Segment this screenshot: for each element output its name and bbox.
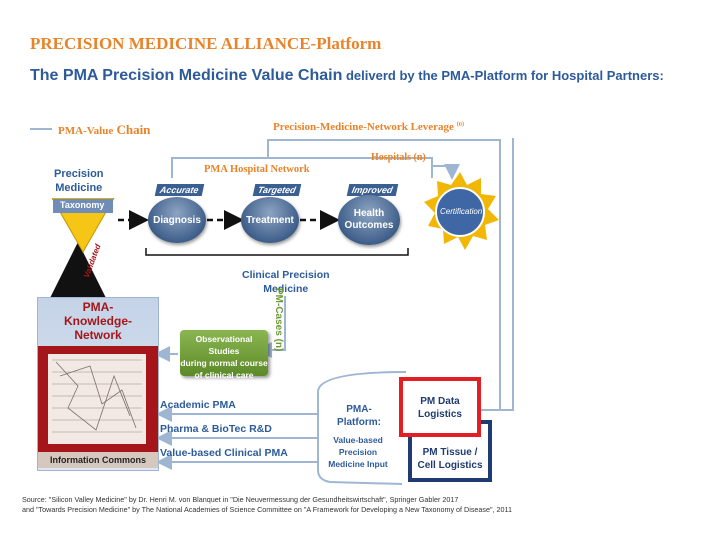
platform-label: PMA- Platform:: [337, 404, 381, 428]
pm-tissue-line1: PM Tissue /: [422, 447, 478, 458]
node-diagnosis: Diagnosis: [148, 197, 206, 243]
hospitals-label: Hospitals (n): [371, 152, 426, 163]
certification-badge: [424, 172, 499, 250]
clinical-pm-label: Clinical Precision Medicine: [242, 269, 330, 295]
page-title: PRECISION MEDICINE ALLIANCE-Platform: [30, 34, 382, 53]
footer-source-line1: Source: "Silicon Valley Medicine" by Dr.…: [22, 495, 459, 504]
subtitle-rest: deliverd by the PMA-Platform for Hospita…: [342, 68, 664, 83]
platform-bracket: [317, 371, 407, 485]
knowledge-layers: [38, 346, 158, 452]
pm-data-logistics-box: PM Data Logistics: [399, 377, 481, 437]
chain-bracket: [145, 248, 409, 256]
footer-source-line2: and "Towards Precision Medicine" by The …: [22, 505, 513, 514]
platform-description: Value-based Precision Medicine Input: [328, 435, 388, 469]
right-return-line: [470, 138, 514, 411]
output-value-based-clinical: Value-based Clinical PMA: [160, 447, 288, 459]
tag-accurate: Accurate: [154, 184, 204, 196]
subtitle-main: The PMA Precision Medicine Value Chain: [30, 67, 343, 84]
tag-targeted: Targeted: [252, 184, 301, 196]
knowledge-network-panel: PMA- Knowledge- Network Information Comm…: [37, 297, 159, 471]
pm-data-line1: PM Data: [420, 396, 460, 407]
pm-cases-label: PM-Cases (n): [273, 288, 284, 352]
network-leverage-label: Precision-Medicine-Network Leverage (n): [273, 121, 465, 133]
output-pharma-biotec: Pharma & BioTec R&D: [160, 423, 272, 435]
page-subtitle: The PMA Precision Medicine Value Chain d…: [30, 67, 664, 85]
taxonomy-label: Taxonomy: [60, 200, 105, 210]
node-treatment: Treatment: [241, 197, 299, 243]
hospital-cert-line: [432, 164, 460, 180]
output-academic-pma: Academic PMA: [160, 399, 236, 411]
certification-label: Certification: [440, 207, 483, 216]
taxonomy-funnel: [52, 198, 115, 254]
pm-data-line2: Logistics: [418, 409, 462, 420]
hospital-network-label: PMA Hospital Network: [204, 164, 310, 175]
pm-cases-line: [256, 296, 286, 358]
hospital-loop: [171, 157, 433, 178]
observational-studies-box: Observational Studies during normal cour…: [180, 330, 268, 380]
knowledge-layers-graphic: [48, 354, 146, 444]
pm-tissue-line2: Cell Logistics: [417, 460, 483, 471]
node-outcomes: Health Outcomes: [338, 195, 400, 245]
knowledge-network-title: PMA- Knowledge- Network: [64, 300, 132, 342]
legend-label: PMA-Value Chain: [58, 122, 151, 137]
taxonomy-heading: Precision Medicine: [54, 168, 104, 194]
information-commons-label: Information Commons: [38, 452, 158, 468]
